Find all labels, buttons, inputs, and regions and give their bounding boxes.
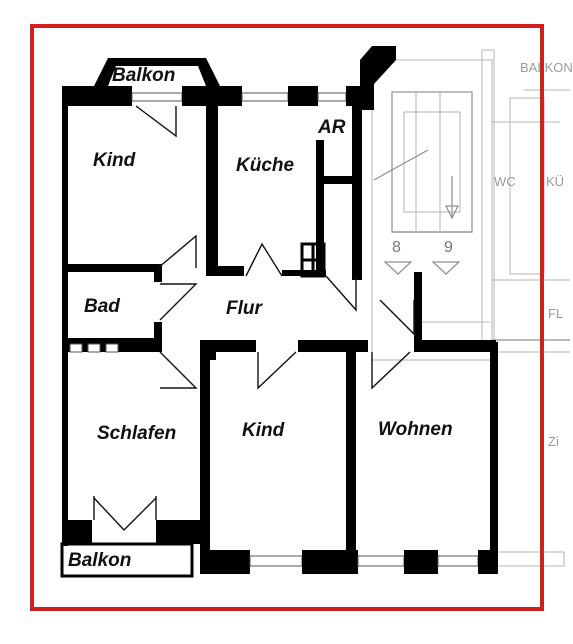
room-label-kind-top: Kind — [93, 150, 136, 171]
walls — [60, 46, 498, 578]
room-label-kind-bottom: Kind — [242, 420, 285, 441]
room-label-kueche: Küche — [236, 155, 295, 176]
room-label-balkon-top: Balkon — [112, 65, 175, 86]
balcony-top — [94, 58, 220, 86]
room-label-balkon-bottom: Balkon — [68, 550, 131, 571]
room-label-ar: AR — [317, 117, 346, 138]
neighbor-label-balkon: BALKON — [520, 60, 573, 75]
neighbor-label-wc: WC — [494, 174, 516, 189]
neighbor-label-zi: Zi — [548, 434, 559, 449]
room-label-flur: Flur — [226, 298, 263, 319]
room-label-schlafen: Schlafen — [97, 423, 176, 444]
doors — [93, 105, 415, 532]
stair-number-9: 9 — [444, 239, 453, 256]
stair-number-8: 8 — [392, 239, 401, 256]
neighbor-label-kue: KÜ — [546, 174, 564, 189]
highlight-border — [30, 24, 544, 611]
room-label-bad: Bad — [84, 296, 120, 317]
neighbor-label-fl: FL — [548, 306, 563, 321]
room-label-wohnen: Wohnen — [378, 419, 453, 440]
